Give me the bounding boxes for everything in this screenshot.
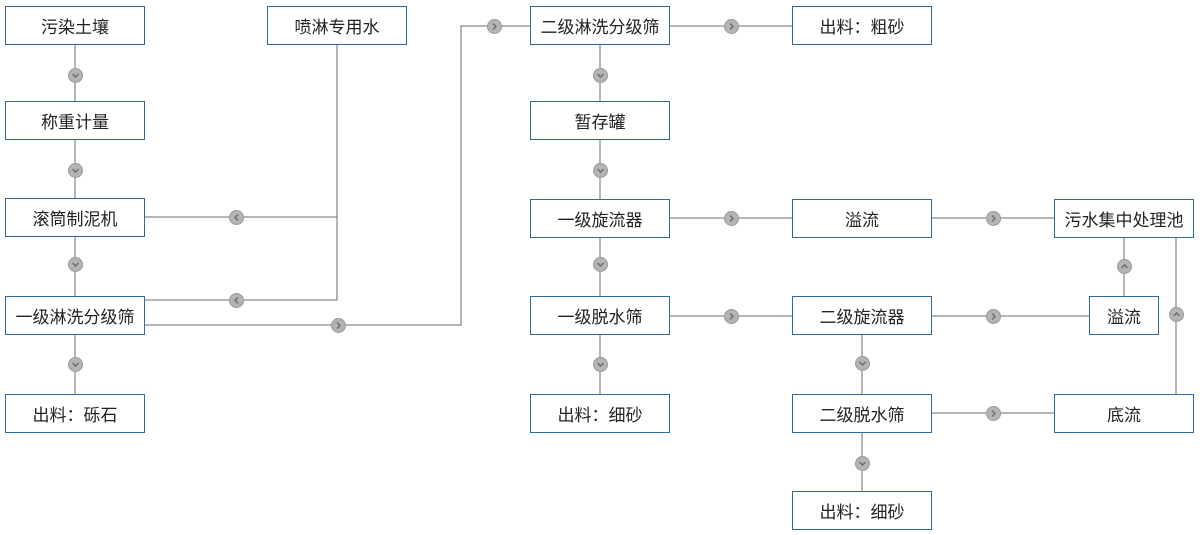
chevron-up-icon bbox=[1168, 306, 1184, 322]
node-wastewater-pool: 污水集中处理池 bbox=[1054, 199, 1194, 238]
node-secondary-dewatering-screen: 二级脱水筛 bbox=[792, 394, 932, 433]
chevron-down-icon bbox=[592, 256, 608, 272]
chevron-right-icon bbox=[723, 210, 739, 226]
node-primary-washing-screen: 一级淋洗分级筛 bbox=[5, 296, 145, 335]
chevron-down-icon bbox=[854, 455, 870, 471]
chevron-down-icon bbox=[592, 162, 608, 178]
chevron-right-icon bbox=[985, 210, 1001, 226]
node-weighing: 称重计量 bbox=[5, 101, 145, 140]
chevron-left-icon bbox=[228, 292, 244, 308]
chevron-up-icon bbox=[1116, 258, 1132, 274]
chevron-right-icon bbox=[723, 308, 739, 324]
node-output-coarse-sand: 出料：粗砂 bbox=[792, 6, 932, 45]
chevron-down-icon bbox=[854, 355, 870, 371]
chevron-down-icon bbox=[67, 256, 83, 272]
chevron-right-icon bbox=[985, 405, 1001, 421]
chevron-right-icon bbox=[723, 18, 739, 34]
node-output-fine-sand-2: 出料：细砂 bbox=[792, 491, 932, 530]
node-polluted-soil: 污染土壤 bbox=[5, 6, 145, 45]
node-primary-dewatering-screen: 一级脱水筛 bbox=[530, 296, 670, 335]
node-underflow: 底流 bbox=[1054, 394, 1194, 433]
chevron-down-icon bbox=[67, 356, 83, 372]
chevron-right-icon bbox=[330, 317, 346, 333]
node-secondary-cyclone: 二级旋流器 bbox=[792, 296, 932, 335]
chevron-down-icon bbox=[67, 162, 83, 178]
chevron-down-icon bbox=[592, 356, 608, 372]
node-spray-water: 喷淋专用水 bbox=[267, 6, 407, 45]
chevron-right-icon bbox=[486, 18, 502, 34]
node-overflow-2: 溢流 bbox=[1089, 296, 1159, 335]
node-output-fine-sand-1: 出料：细砂 bbox=[530, 394, 670, 433]
chevron-down-icon bbox=[592, 67, 608, 83]
chevron-down-icon bbox=[67, 67, 83, 83]
node-secondary-washing-screen: 二级淋洗分级筛 bbox=[530, 6, 670, 45]
node-drum-mud-machine: 滚筒制泥机 bbox=[5, 198, 145, 237]
node-primary-cyclone: 一级旋流器 bbox=[530, 199, 670, 238]
chevron-left-icon bbox=[228, 209, 244, 225]
node-overflow-1: 溢流 bbox=[792, 199, 932, 238]
chevron-right-icon bbox=[985, 308, 1001, 324]
node-output-gravel: 出料：砾石 bbox=[5, 394, 145, 433]
node-storage-tank: 暂存罐 bbox=[530, 101, 670, 140]
